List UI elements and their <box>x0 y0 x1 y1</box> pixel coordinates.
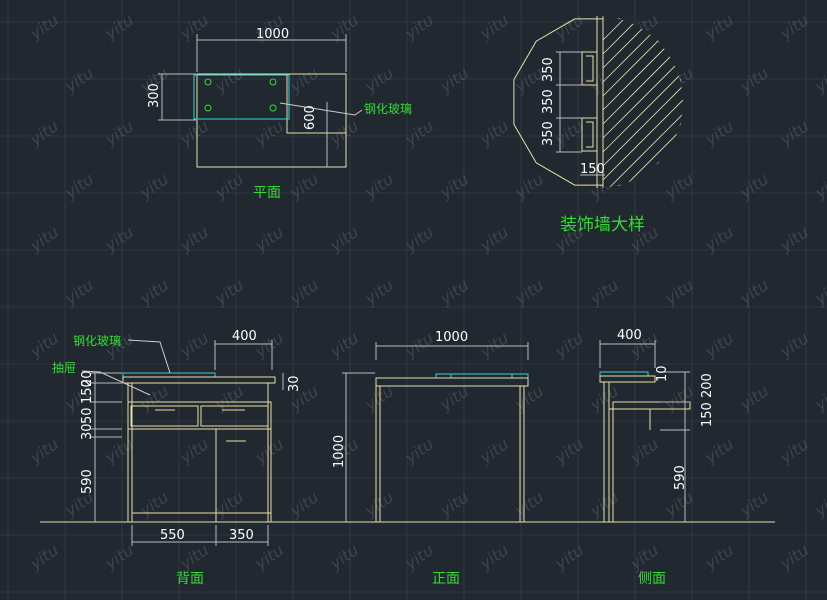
detail-title: 装饰墙大样 <box>560 215 645 235</box>
side-elevation: 400 10 200 150 590 侧面 <box>599 328 715 587</box>
back-drawer-1 <box>130 405 199 427</box>
front-elevation: 1000 1000 正面 <box>332 330 529 587</box>
plan-dim-width: 1000 <box>256 27 289 42</box>
back-glass-label: 钢化玻璃 <box>73 334 121 348</box>
back-dim-v5: 590 <box>80 469 95 494</box>
detail-dim-d: 150 <box>580 162 605 177</box>
detail-dim-c: 350 <box>541 121 556 146</box>
back-dim-v3: 50 <box>80 407 95 424</box>
plan-glass-leader <box>279 102 363 116</box>
hatch-line <box>602 68 683 167</box>
back-desktop <box>122 376 276 384</box>
plan-dim-depth: 300 <box>147 83 162 108</box>
back-glass-leader <box>127 339 171 374</box>
plan-glass-fixing-2 <box>204 104 212 112</box>
back-dim-v4: 30 <box>80 423 95 440</box>
front-leg-right <box>519 385 525 523</box>
plan-title: 平面 <box>253 185 281 201</box>
back-dim-top: 400 <box>232 329 257 344</box>
back-drawer-leader <box>81 370 151 396</box>
hatch-line <box>602 16 683 41</box>
side-dim-v1: 10 <box>655 365 670 382</box>
hatch-line <box>602 40 683 139</box>
plan-glass-label: 钢化玻璃 <box>364 102 412 116</box>
front-dim-top: 1000 <box>435 330 468 345</box>
back-drawer-label: 抽屉 <box>52 361 76 375</box>
side-dim-v2: 200 <box>700 373 715 398</box>
back-cabinet-base <box>215 512 272 523</box>
front-desktop <box>375 377 529 387</box>
detail-dim-b: 350 <box>541 89 556 114</box>
back-dim-bottom-right: 350 <box>229 528 254 543</box>
plan-glass-fixing-3 <box>269 78 277 86</box>
plan-desk-outline <box>196 73 347 168</box>
back-dim-bottom-left: 550 <box>160 528 185 543</box>
hatch-line <box>602 82 683 181</box>
side-dim-v3: 150 <box>700 402 715 427</box>
detail-block-upper <box>581 51 598 86</box>
hatch-line <box>602 16 683 55</box>
plan-glass-top <box>193 74 290 120</box>
back-leg-left <box>127 382 133 523</box>
plan-view: 1000 300 600 钢化玻璃 平面 <box>147 27 412 201</box>
plan-return-outline <box>286 74 346 134</box>
side-leg <box>603 381 610 523</box>
plan-dim-return: 600 <box>303 105 318 130</box>
back-dim-v1: 20 <box>80 370 95 387</box>
hatch-line <box>602 96 683 188</box>
hatch-line <box>602 26 683 125</box>
back-dim-v2: 150 <box>80 379 95 404</box>
hatch-line <box>602 110 683 188</box>
hatch-line <box>602 16 683 97</box>
side-dim-top: 400 <box>617 328 642 343</box>
plan-glass-fixing-1 <box>204 78 212 86</box>
back-elevation: 400 20 150 50 30 590 30 550 350 钢化玻璃 抽屉 … <box>52 329 302 587</box>
detail-block-lower <box>581 117 598 152</box>
back-dim-right: 30 <box>287 375 302 392</box>
front-leg-left <box>375 385 381 523</box>
plan-glass-fixing-4 <box>269 104 277 112</box>
hatch-line <box>602 54 683 153</box>
back-title: 背面 <box>176 571 204 587</box>
side-title: 侧面 <box>638 571 666 587</box>
front-dim-height: 1000 <box>332 435 347 468</box>
side-dim-v4: 590 <box>673 465 688 490</box>
detail-dim-a: 350 <box>541 57 556 82</box>
hatch-line <box>602 16 683 111</box>
side-desktop <box>599 375 656 383</box>
front-title: 正面 <box>432 571 460 587</box>
